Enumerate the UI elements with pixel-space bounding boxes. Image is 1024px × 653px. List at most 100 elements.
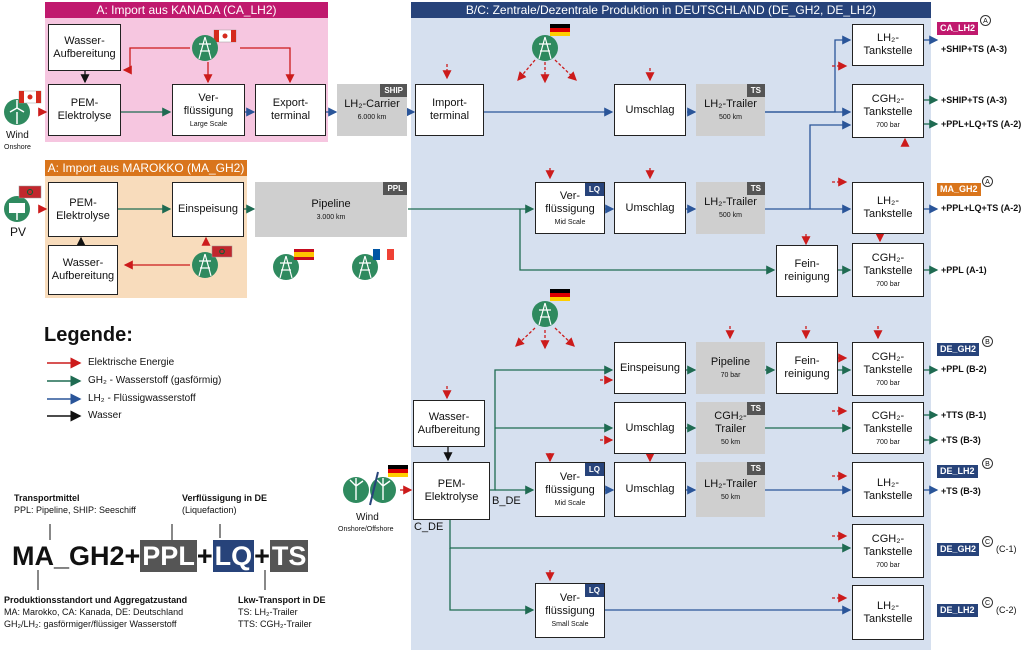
box-text: LH₂-Carrier [344,98,400,110]
box-text: terminal [270,110,311,122]
box-text: LH₂- [877,476,899,489]
box-text: LH₂-Trailer [704,477,757,490]
box-text: Elektrolyse [424,491,479,503]
cgh2-station-box: CGH₂-Tankstelle 700 bar [852,84,924,138]
box-text: Ver- [559,189,581,202]
route-badge: C [982,536,993,547]
code-part: TS [269,540,309,572]
legend-item: Elektrische Energie [88,357,175,368]
box-text: flüssigung [183,104,234,117]
route-label: (C-2) [996,605,1017,615]
transport-tag: PPL [383,182,407,195]
box-subtext: 3.000 km [316,213,346,221]
transshipment-box: Umschlag [614,402,686,454]
box-text: LH₂-Trailer [704,196,757,208]
power-pylon-icon [352,254,378,280]
power-pylon-icon [532,301,558,327]
pem-electrolysis-box: PEM-Elektrolyse [48,84,121,136]
export-terminal-box: Export-terminal [255,84,326,136]
region-deutschland-title: B/C: Zentrale/Dezentrale Produktion in D… [411,2,931,18]
box-text: Tankstelle [863,545,913,558]
wind-sublabel: Onshore/Offshore [338,526,394,533]
solar-panel-icon [4,196,30,222]
box-text: Pipeline [311,197,351,210]
wind-turbine-icon [343,477,369,503]
code-part: + [196,541,213,571]
transport-tag: SHIP [380,84,407,97]
box-text: Ver- [559,471,581,483]
box-text: Einspeisung [178,203,238,215]
transport-tag: LQ [584,584,604,597]
transshipment-box: Umschlag [614,182,686,234]
injection-box: Einspeisung [614,342,686,394]
wind-turbine-icon [4,99,30,125]
box-text: CGH₂- [871,532,905,545]
box-text: Import- [432,97,467,109]
nomenclature-heading: Produktionsstandort und Aggregatzustand [4,595,188,605]
lh2-station-box: LH₂-Tankstelle [852,462,924,517]
route-label: +SHIP+TS (A-3) [941,95,1008,105]
canada-flag-icon [213,29,237,43]
box-text: Tankstelle [863,422,913,435]
injection-box: Einspeisung [172,182,244,237]
box-text: Einspeisung [620,361,680,374]
box-subtext: Mid Scale [554,218,586,226]
route-badge: B [982,458,993,469]
box-subtext: Small Scale [551,621,589,628]
box-text: Elektrolyse [57,110,112,122]
box-subtext: 500 km [719,212,742,219]
nomenclature-text: GH₂/LH₂: gasförmiger/flüssiger Wassersto… [4,619,177,629]
water-treatment-box: Wasser-Aufbereitung [48,245,118,295]
box-subtext: 700 bar [876,121,900,129]
box-text: Tankstelle [863,264,913,277]
purification-box: Fein-reinigung [776,245,838,297]
route-badge: A [980,15,991,26]
box-text: LH₂-Trailer [704,98,757,110]
box-text: LH₂- [877,195,899,207]
transport-tag: LQ [584,183,604,196]
pv-label: PV [10,225,27,239]
region-kanada-title: A: Import aus KANADA (CA_LH2) [45,2,328,18]
box-text: Ver- [198,91,219,104]
box-text: Tankstelle [863,105,913,118]
nomenclature-code: MA_GH2+ PPL + LQ + TS [12,540,309,572]
box-text: Tankstelle [863,208,913,220]
route-chip: DE_LH2 [937,465,978,478]
nomenclature-text: MA: Marokko, CA: Kanada, DE: Deutschland [4,607,184,617]
water-treatment-box: Wasser-Aufbereitung [48,24,121,71]
box-subtext: 500 km [719,114,742,121]
box-text: reinigung [784,271,830,283]
lh2-station-box: LH₂-Tankstelle [852,585,924,640]
box-text: flüssigung [545,484,595,496]
box-text: CGH₂- [871,409,905,422]
box-subtext: 70 bar [720,372,741,379]
box-text: LH₂- [877,599,899,612]
route-label: (C-1) [996,544,1017,554]
box-text: Fein- [794,355,820,367]
pem-electrolysis-box: PEM-Elektrolyse [413,462,490,520]
route-chip: DE_GH2 [937,543,980,556]
code-part: PPL [140,540,197,572]
box-text: CGH₂- [871,92,905,105]
legend-item: LH₂ - Flüssigwasserstoff [88,393,196,404]
box-subtext: Large Scale [189,120,228,128]
box-subtext: 700 bar [876,379,900,387]
power-pylon-icon [192,252,218,278]
box-text: Export- [272,97,309,109]
route-chip: DE_GH2 [937,343,980,356]
nomenclature-heading: Lkw-Transport in DE [238,595,326,605]
wind-sublabel: Onshore [4,144,31,151]
box-text: Aufbereitung [53,47,116,60]
nomenclature-heading: Transportmittel [14,493,80,503]
box-text: Wasser- [64,34,105,47]
route-label: +PPL+LQ+TS (A-2) [941,119,1022,129]
wind-label: Wind [356,512,379,523]
transport-tag: TS [746,84,765,97]
box-text: Aufbereitung [51,270,115,282]
